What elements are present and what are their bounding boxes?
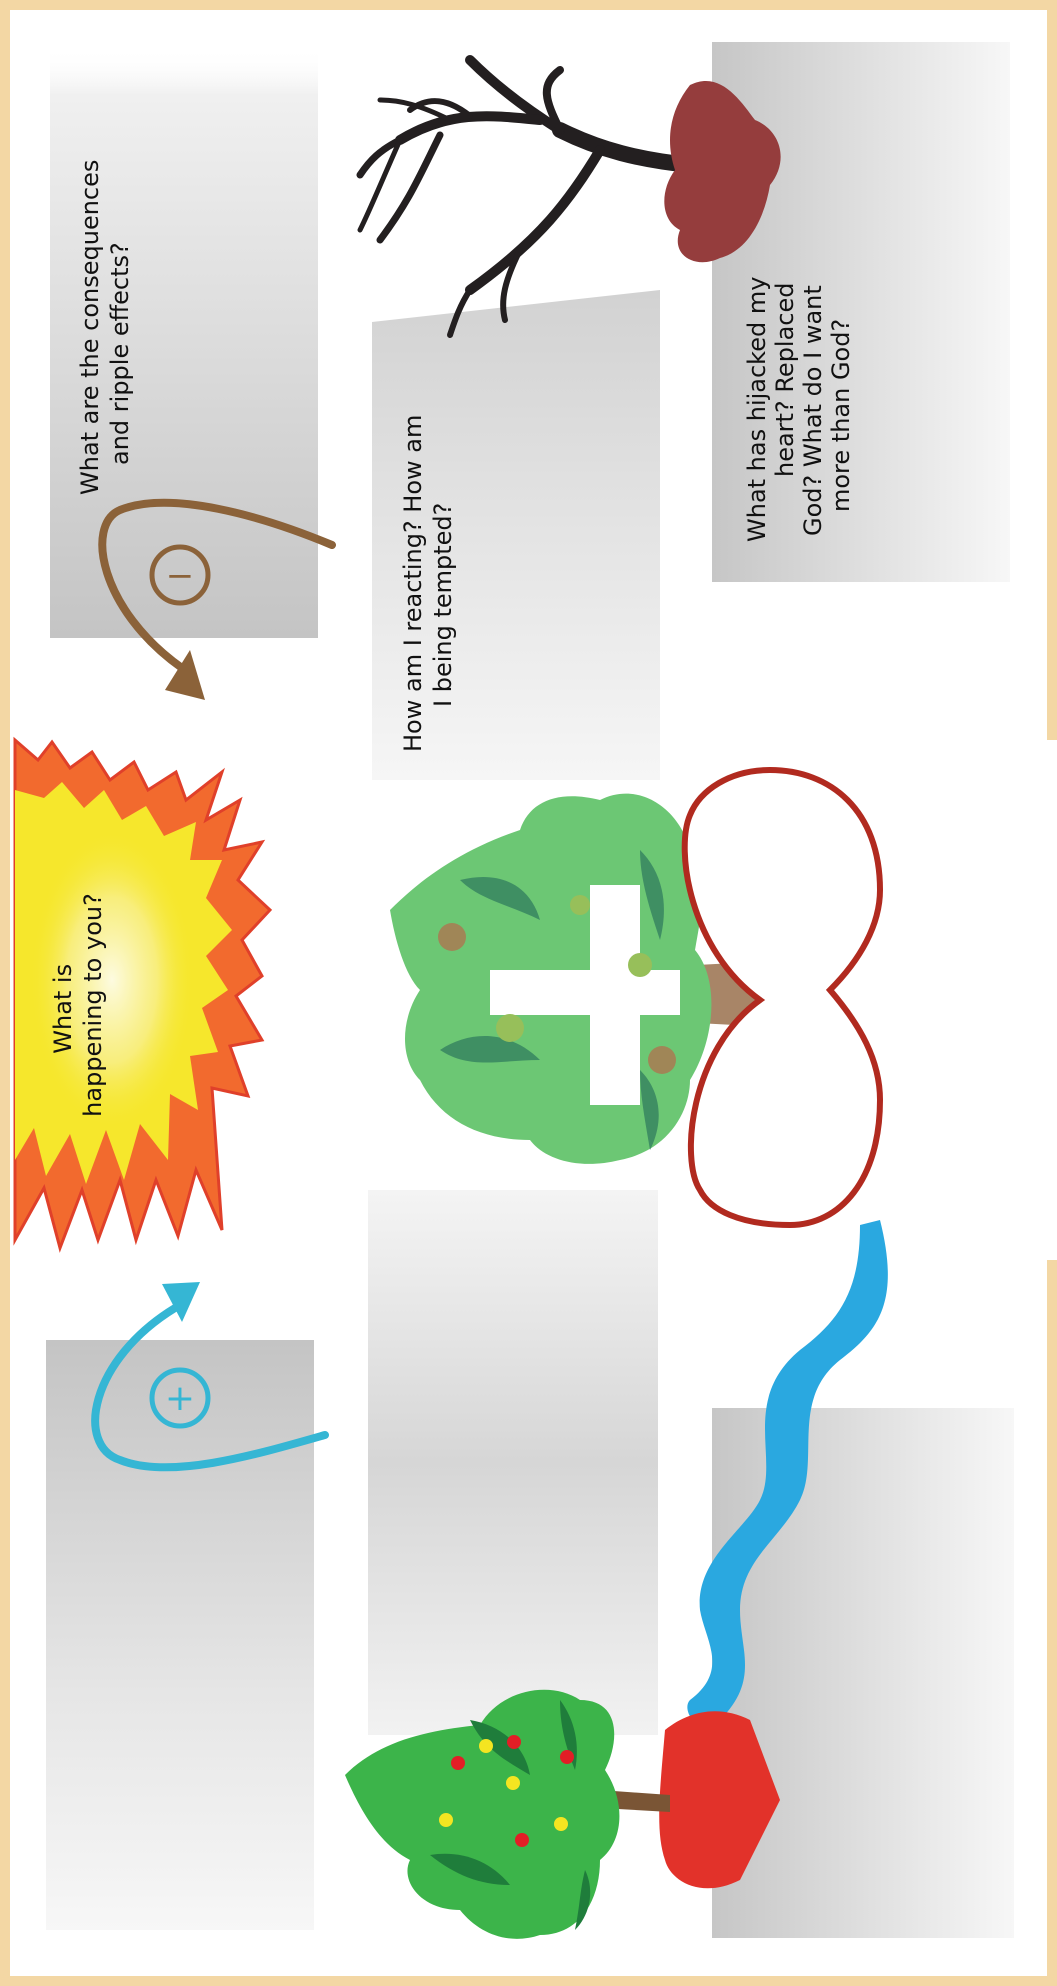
minus-sign: − — [166, 556, 195, 596]
plus-sign: + — [165, 1378, 195, 1419]
heart-clip-mask — [1030, 740, 1057, 1260]
panel-response — [368, 1190, 658, 1735]
panel-heart-source — [712, 1408, 1014, 1938]
